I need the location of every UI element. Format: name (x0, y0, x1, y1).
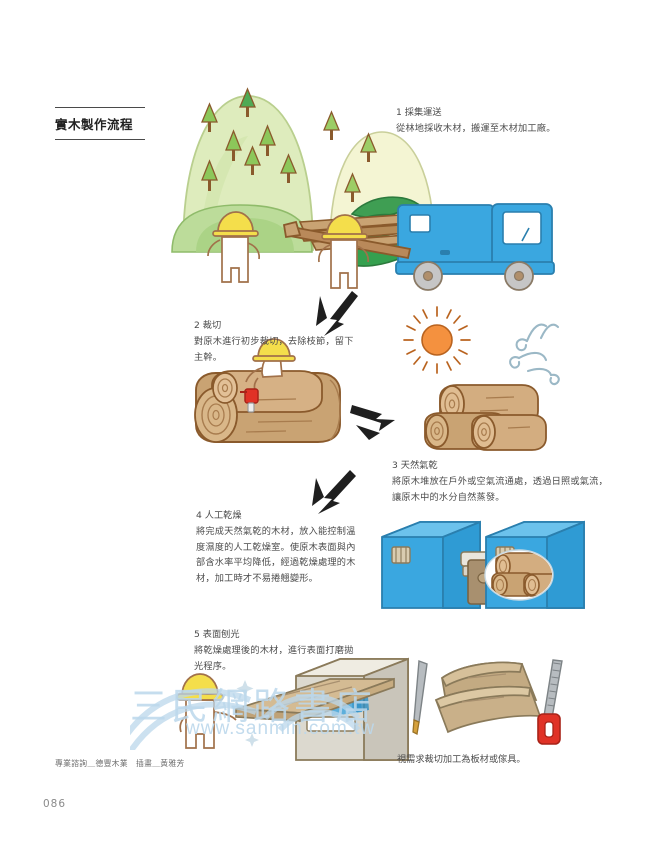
worker-left (207, 211, 260, 283)
step-4-text: 4 人工乾燥 將完成天然氣乾的木材，放入能控制溫度濕度的人工乾燥室。使原木表面與… (196, 508, 356, 586)
page-number: 086 (43, 798, 67, 810)
handsaw (537, 659, 563, 745)
chainsaw (240, 388, 259, 413)
chisel (412, 660, 428, 735)
final-caption: 視需求裁切加工為板材或傢具。 (397, 754, 526, 765)
step-1-heading: 1 採集運送 (396, 107, 442, 118)
illustration-sun-wind-log-stack (403, 306, 560, 451)
watermark-url: www.sanmin.com.tw (186, 718, 376, 739)
step-2-heading: 2 裁切 (194, 320, 222, 331)
wind-icon (509, 323, 560, 386)
title-block: 實木製作流程 (55, 107, 145, 140)
step-3-text: 3 天然氣乾 將原木堆放在戶外或空氣流通處，透過日照或氣流，讓原木中的水分自然蒸… (392, 458, 617, 505)
illustration-worker-chainsaw-log (194, 338, 341, 443)
step-3-body: 將原木堆放在戶外或空氣流通處，透過日照或氣流，讓原木中的水分自然蒸發。 (392, 476, 608, 503)
flow-arrow-1 (316, 291, 358, 336)
illustration-kiln-drying-chambers (381, 520, 585, 609)
flow-arrow-3 (312, 470, 356, 514)
step-5-heading: 5 表面刨光 (194, 629, 240, 640)
page-title: 實木製作流程 (55, 117, 134, 132)
step-2-body: 對原木進行初步裁切，去除枝節，留下主幹。 (194, 336, 354, 363)
step-1-body: 從林地採收木材，搬運至木材加工廠。 (396, 123, 556, 134)
flow-arrow-2 (350, 405, 395, 440)
step-2-text: 2 裁切 對原木進行初步裁切，去除枝節，留下主幹。 (194, 318, 359, 365)
credits-line: 專業諮詢＿德豐木業 插畫＿黃雅芳 (55, 759, 185, 768)
step-1-text: 1 採集運送 從林地採收木材，搬運至木材加工廠。 (396, 105, 616, 137)
title-rule-top (55, 107, 145, 108)
sun-icon (403, 306, 471, 374)
title-rule-bottom (55, 139, 145, 140)
worker-right (318, 214, 369, 289)
step-4-body: 將完成天然氣乾的木材，放入能控制溫度濕度的人工乾燥室。使原木表面與內部含水率平均… (196, 526, 356, 584)
step-3-heading: 3 天然氣乾 (392, 460, 438, 471)
illustration-worker-planing-machine (176, 657, 563, 761)
step-5-body: 將乾燥處理後的木材，進行表面打磨拋光程序。 (194, 645, 354, 672)
illustration-forest-logging-truck (171, 87, 555, 291)
step-5-text: 5 表面刨光 將乾燥處理後的木材，進行表面打磨拋光程序。 (194, 627, 354, 674)
step-4-heading: 4 人工乾燥 (196, 510, 242, 521)
